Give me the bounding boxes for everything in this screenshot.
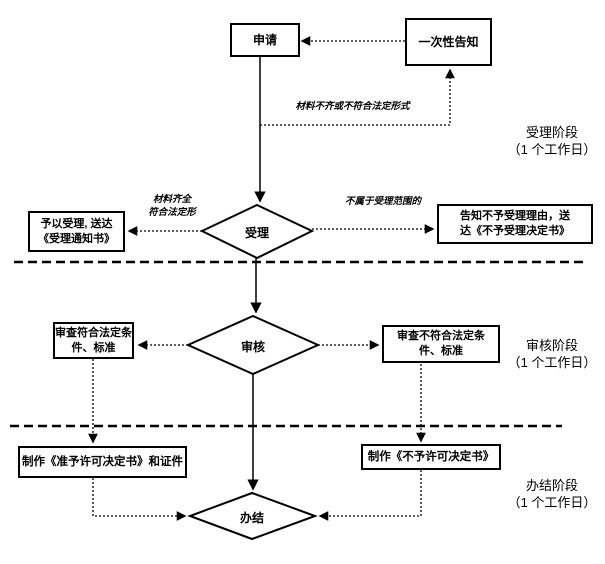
make-denial-label: 制作《不予许可决定书》 — [367, 451, 495, 463]
stage-label-accept: 受理阶段 （1 个工作日） — [496, 124, 605, 158]
apply-box: 申请 — [230, 23, 300, 57]
stage-label-finish: 办结阶段 （1 个工作日） — [496, 477, 605, 511]
accept-diamond — [199, 203, 315, 260]
make-permit-box: 制作《准予许可决定书》和证件 — [18, 446, 187, 478]
make-permit-label: 制作《准予许可决定书》和证件 — [22, 456, 183, 468]
review-no-line1: 审查不符合法定条 — [397, 330, 485, 342]
apply-label: 申请 — [252, 33, 277, 47]
review-yes-line1: 审查符合法定条 — [55, 326, 132, 339]
review-yes-line2: 件、标准 — [71, 341, 116, 354]
accept-no-box: 告知不予受理理由，送 达《不予受理决定书》 — [437, 204, 593, 244]
accept-yes-line2: 《受理通知书》 — [38, 232, 115, 245]
stage-review-duration: （1 个工作日） — [507, 355, 597, 370]
accept-no-line2: 达《不予受理决定书》 — [460, 225, 570, 237]
review-no-box: 审查不符合法定条 件、标准 — [382, 325, 500, 363]
accept-yes-box: 予以受理, 送达 《受理通知书》 — [28, 211, 125, 252]
materials-complete-label: 材料齐全 符合法定形 — [130, 193, 214, 219]
stage-finish-name: 办结阶段 — [525, 478, 578, 493]
make-denial-box: 制作《不予许可决定书》 — [361, 444, 501, 470]
edge-incomplete-to-notice — [260, 68, 455, 126]
review-no-line2: 件、标准 — [419, 345, 463, 357]
review-diamond — [185, 314, 321, 376]
stage-label-review: 审核阶段 （1 个工作日） — [496, 337, 605, 371]
out-of-scope-label: 不属于受理范围的 — [344, 196, 421, 207]
accept-yes-line1: 予以受理, 送达 — [40, 217, 113, 230]
stage-accept-name: 受理阶段 — [525, 125, 578, 140]
review-yes-box: 审查符合法定条 件、标准 — [53, 322, 134, 359]
finish-diamond — [187, 491, 318, 541]
stage-finish-duration: （1 个工作日） — [507, 495, 597, 510]
accept-diamond-label: 受理 — [244, 226, 269, 240]
one-time-notice-label: 一次性告知 — [418, 35, 479, 49]
one-time-notice-box: 一次性告知 — [405, 18, 492, 66]
stage-accept-duration: （1 个工作日） — [507, 142, 597, 157]
materials-incomplete-label: 材料不齐或不符合法定形式 — [295, 101, 410, 112]
materials-complete-line2: 符合法定形 — [148, 207, 196, 218]
stage-review-name: 审核阶段 — [525, 338, 578, 353]
accept-no-line1: 告知不予受理理由，送 — [460, 210, 570, 222]
edge-permit-to-finish — [92, 478, 187, 521]
materials-complete-line1: 材料齐全 — [152, 194, 191, 205]
finish-diamond-label: 办结 — [239, 511, 264, 525]
review-diamond-label: 审核 — [240, 340, 265, 354]
edge-denial-to-finish — [318, 470, 422, 521]
